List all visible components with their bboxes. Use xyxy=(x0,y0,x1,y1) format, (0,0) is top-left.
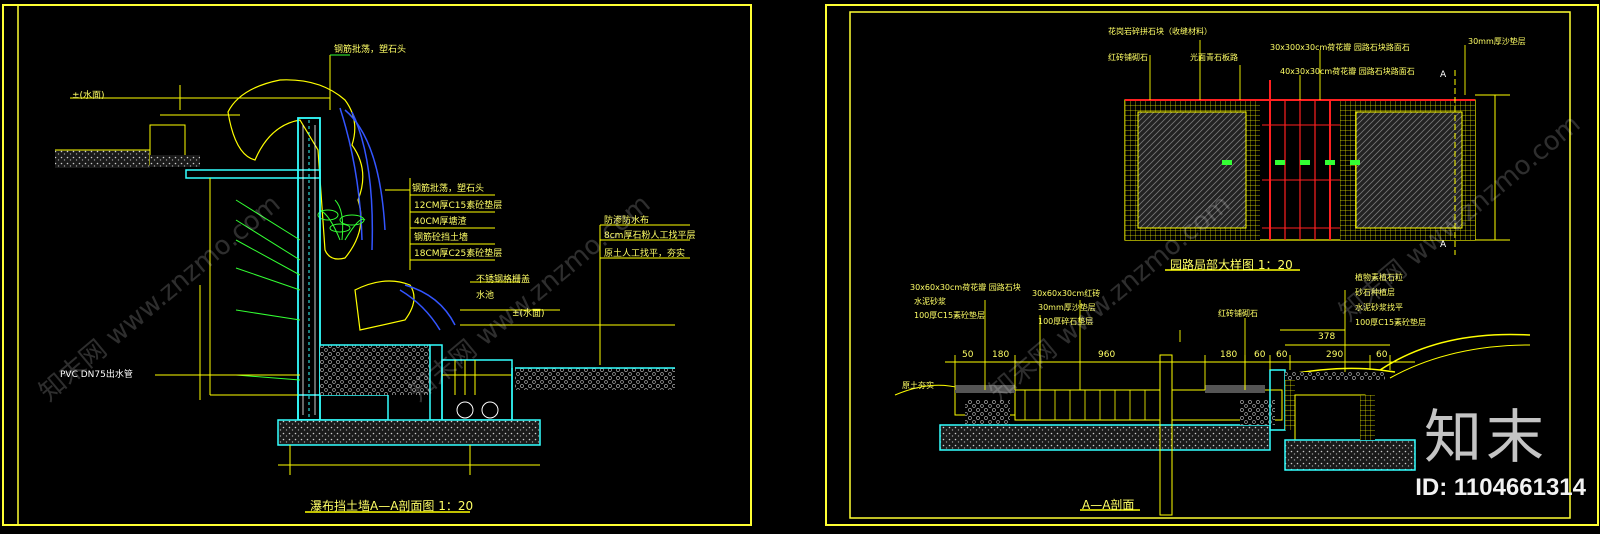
path-section-aa xyxy=(894,290,1531,516)
left-panel-title: 瀑布挡土墙A—A剖面图 1：20 xyxy=(310,499,474,513)
dim-180a: 180 xyxy=(992,350,1010,360)
path-plan-detail xyxy=(1124,40,1510,271)
label-r2: 砂石种植层 xyxy=(1355,288,1395,297)
dim-50: 50 xyxy=(962,350,974,360)
label-layer1: 12CM厚C15素砼垫层 xyxy=(414,201,503,211)
label-sec7: 红砖铺砌石 xyxy=(1218,309,1258,318)
label-r3: 水泥砂浆找平 xyxy=(1355,303,1403,312)
label-top5: 30mm厚沙垫层 xyxy=(1468,37,1526,46)
label-layer4: 18CM厚C25素砼垫层 xyxy=(414,249,503,259)
label-top6: 红砖铺砌石 xyxy=(1108,53,1148,62)
right-frame xyxy=(825,4,1599,526)
label-top1: 花岗岩碎拼石块（收缝材料） xyxy=(1108,27,1212,36)
dim-960: 960 xyxy=(1098,350,1116,360)
label-sec4: 30x60x30cm红砖 xyxy=(1032,289,1101,298)
left-frame xyxy=(2,4,752,526)
id-label: ID: 1104661314 xyxy=(1415,474,1586,501)
label-r1: 植物素植石粒 xyxy=(1355,273,1403,282)
section-mark-top: A xyxy=(1440,70,1447,80)
label-sec6: 100厚碎石垫层 xyxy=(1038,317,1094,326)
section-title: A—A剖面 xyxy=(1082,498,1135,512)
label-water-pool: 水池 xyxy=(476,291,495,301)
label-stone-mid: 钢筋批荡，塑石头 xyxy=(412,184,485,194)
label-layer3: 钢筋砼挡土墙 xyxy=(414,233,469,243)
brand-watermark: 知末 xyxy=(1423,403,1548,471)
label-top4: 40x30x30cm荷花瓣 园路石块路面石 xyxy=(1280,67,1415,76)
retaining-wall-section xyxy=(55,54,690,513)
label-r4: 100厚C15素砼垫层 xyxy=(1355,318,1427,327)
label-top3: 30x300x30cm荷花瓣 园路石块路面石 xyxy=(1270,43,1410,52)
dim-290: 290 xyxy=(1326,350,1344,360)
label-membrane: 防渗防水布 xyxy=(604,216,650,226)
label-sec2: 水泥砂浆 xyxy=(914,297,946,306)
label-sec5: 30mm厚沙垫层 xyxy=(1038,303,1096,312)
label-steel-grate: 不锈钢格栅盖 xyxy=(476,275,531,285)
label-grass: 原土夯实 xyxy=(902,381,934,390)
label-pipe: PVC DN75出水管 xyxy=(60,370,133,380)
dim-60c: 60 xyxy=(1376,350,1388,360)
label-level-top: ±(水面) xyxy=(72,91,105,101)
plan-title: 园路局部大样图 1：20 xyxy=(1170,258,1293,272)
label-sec3: 100厚C15素砼垫层 xyxy=(914,311,986,320)
dim-180b: 180 xyxy=(1220,350,1238,360)
label-top2: 光面青石板路 xyxy=(1190,53,1238,62)
dim-60a: 60 xyxy=(1254,350,1266,360)
label-level-water: ±(水面) xyxy=(512,309,545,319)
dim-60b: 60 xyxy=(1276,350,1288,360)
label-stone-top: 钢筋批荡，塑石头 xyxy=(334,45,407,55)
label-sec1: 30x60x30cm荷花瓣 园路石块 xyxy=(910,283,1021,292)
label-layer2: 40CM厚塘渣 xyxy=(414,217,467,227)
section-mark-bottom: A xyxy=(1440,240,1447,250)
label-liner1: 8cm厚石粉人工找平层 xyxy=(604,231,696,241)
label-liner2: 原土人工找平，夯实 xyxy=(604,249,686,259)
dim-378: 378 xyxy=(1318,332,1336,342)
